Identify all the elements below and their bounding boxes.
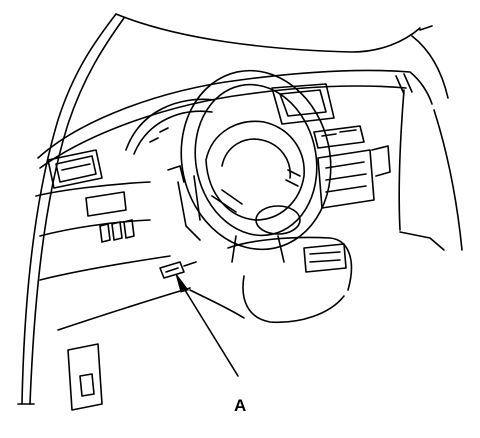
windshield-edge	[115, 13, 421, 53]
left-dash-panel	[35, 181, 191, 331]
instrument-cluster	[125, 98, 215, 155]
center-stack	[271, 83, 391, 209]
left-vent	[47, 149, 103, 189]
steering-column	[167, 165, 285, 263]
dashboard-top	[37, 69, 433, 169]
callout-label-a: A	[234, 396, 246, 415]
left-a-pillar	[17, 13, 125, 405]
left-door-trim	[67, 343, 103, 411]
right-dashboard	[398, 25, 463, 251]
lower-console	[189, 236, 353, 324]
steering-wheel	[180, 69, 332, 251]
connector-a	[159, 261, 197, 279]
callout-leader-line	[179, 281, 239, 377]
steering-hub	[205, 120, 305, 235]
callout-arrowhead	[175, 273, 189, 293]
